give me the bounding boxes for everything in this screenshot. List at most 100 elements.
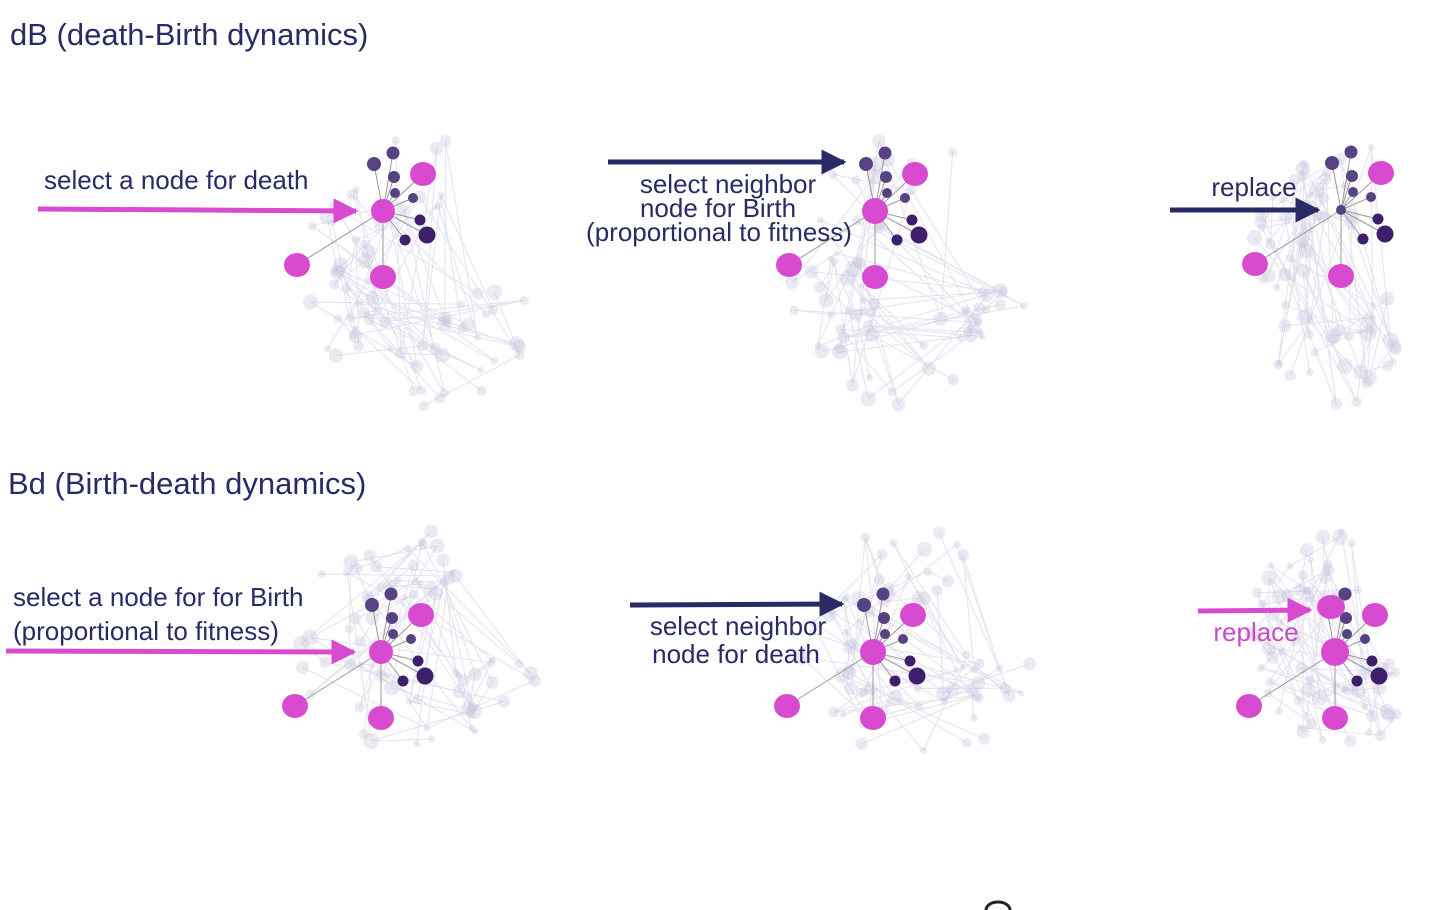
background-edge [1314,335,1350,353]
background-edge [1340,158,1391,340]
background-edge [825,224,881,301]
background-node [830,257,839,266]
highlight-node [776,253,802,277]
background-edge [877,689,972,718]
offspring-node [1317,595,1345,619]
network-node [397,675,409,687]
background-node [1344,734,1357,747]
background-node [412,694,422,705]
background-node [1276,618,1285,627]
background-node [1388,716,1395,724]
network-node [876,587,890,601]
background-node [408,386,419,397]
network-node [891,234,903,246]
background-node [345,313,356,323]
hub-node [371,199,395,223]
background-node [418,540,428,550]
background-node [1318,211,1331,224]
background-edge [1254,237,1286,276]
background-node [1332,324,1346,337]
network-node [399,234,411,246]
background-node [931,584,943,597]
background-node [850,308,864,322]
background-edge [864,537,883,713]
background-node [856,618,864,626]
background-edge [389,585,459,676]
background-node [891,397,906,412]
background-edge [426,680,535,729]
background-node [439,577,449,587]
background-node [1002,689,1016,703]
background-node [332,257,348,273]
background-edge [348,562,352,629]
background-node [978,332,986,340]
background-node [457,300,466,308]
background-node [1351,683,1366,699]
network-node [412,655,424,667]
background-node [1353,364,1368,380]
background-node [1318,172,1332,186]
background-edge [1356,321,1369,402]
background-edge [440,195,463,329]
background-edge [494,291,521,356]
background-edge [1299,726,1381,736]
background-node [1295,662,1307,675]
background-edge [1289,536,1341,567]
background-node [970,666,978,674]
background-edge [801,656,979,684]
background-edge [846,277,864,301]
background-node [1256,663,1265,672]
background-edge [907,576,964,668]
background-node [844,664,856,676]
background-node [851,175,861,185]
background-edge [1269,681,1373,717]
background-node [1293,584,1307,597]
background-node [981,304,991,314]
background-edge [1285,304,1360,333]
background-node [1374,729,1386,741]
background-edge [334,196,420,272]
background-node [974,693,984,703]
network-node [1348,187,1358,197]
network-node [414,214,426,226]
network-edge [1340,209,1364,240]
network-node [882,188,892,198]
background-node [1372,681,1387,695]
background-edge [333,283,360,304]
background-node [980,289,994,303]
background-node [328,200,344,216]
background-edge [1281,531,1342,652]
background-node [1303,712,1311,720]
network-node [384,587,398,601]
background-node [858,282,865,289]
background-edge [825,261,835,301]
background-node [1310,347,1319,357]
background-node [474,334,481,342]
background-edge [474,662,492,675]
background-node [1257,599,1267,610]
background-node [1389,357,1397,366]
background-node [1382,332,1399,348]
background-node [956,334,965,342]
network-node [365,598,379,612]
background-node [1294,232,1310,248]
background-edge [861,694,977,745]
background-edge [1278,207,1305,364]
Bd-step3-label: replace [1213,617,1298,647]
background-node [401,593,408,601]
background-node [789,305,799,315]
background-node [961,650,971,660]
background-node [468,667,482,682]
network-node [1342,629,1352,639]
background-node [1315,529,1331,545]
background-edge [1270,565,1373,717]
background-node [855,737,868,751]
background-edge [848,176,875,312]
background-node [1301,682,1316,698]
background-edge [800,656,872,722]
background-edge [1322,536,1334,596]
background-edge [390,541,423,688]
dB-step1-label: select a node for death [44,165,309,195]
background-node [842,593,851,602]
background-node [1321,168,1331,178]
